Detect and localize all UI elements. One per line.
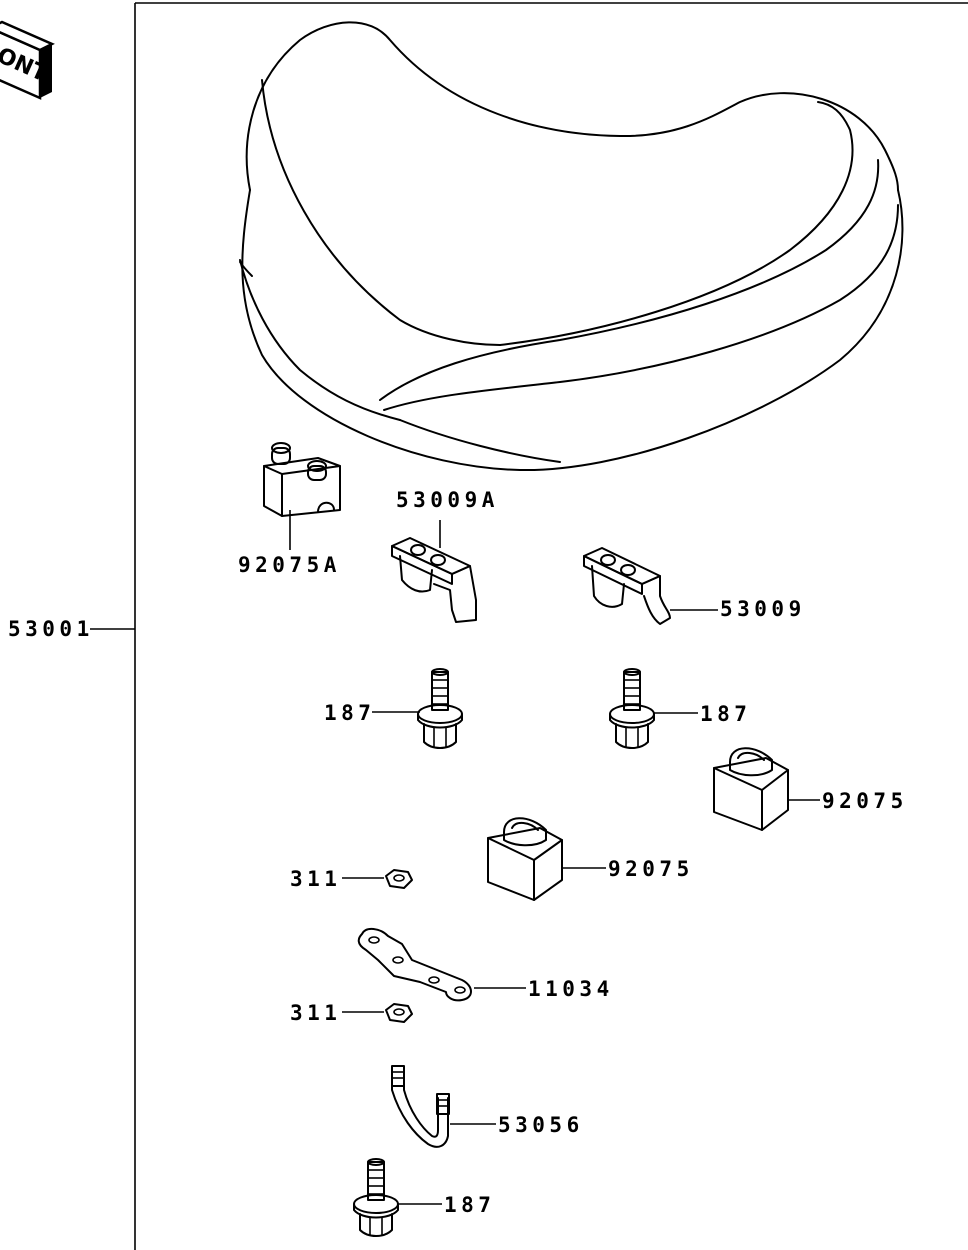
callout-187-bottom: 187 (444, 1193, 495, 1217)
nut-311-top (342, 869, 413, 889)
callout-53009a: 53009A (396, 488, 499, 512)
nut-311-bottom (342, 1003, 413, 1023)
bolt-187-right (609, 668, 698, 749)
bolt-187-left (372, 668, 463, 749)
callout-53009: 53009 (720, 597, 806, 621)
assembly-bracket (90, 2, 968, 1250)
callout-187-right: 187 (700, 702, 751, 726)
bracket-53009 (583, 547, 718, 625)
bolt-187-bottom (353, 1158, 442, 1237)
callout-311-top: 311 (290, 867, 341, 891)
callout-311-bottom: 311 (290, 1001, 341, 1025)
damper-92075-center (487, 817, 606, 901)
seat-cushion (239, 21, 904, 472)
damper-92075-right (713, 747, 820, 831)
front-direction-badge: ONT (0, 20, 55, 100)
damper-92075a (263, 442, 341, 550)
callout-53001: 53001 (8, 617, 94, 641)
bracket-53009a (391, 520, 477, 623)
callout-92075a: 92075A (238, 553, 341, 577)
callout-92075-center: 92075 (608, 857, 694, 881)
hook-53056 (391, 1065, 496, 1148)
callout-92075-right: 92075 (822, 789, 908, 813)
plate-11034 (357, 928, 526, 1002)
callout-187-left: 187 (324, 701, 375, 725)
callout-11034: 11034 (528, 977, 614, 1001)
callout-53056: 53056 (498, 1113, 584, 1137)
